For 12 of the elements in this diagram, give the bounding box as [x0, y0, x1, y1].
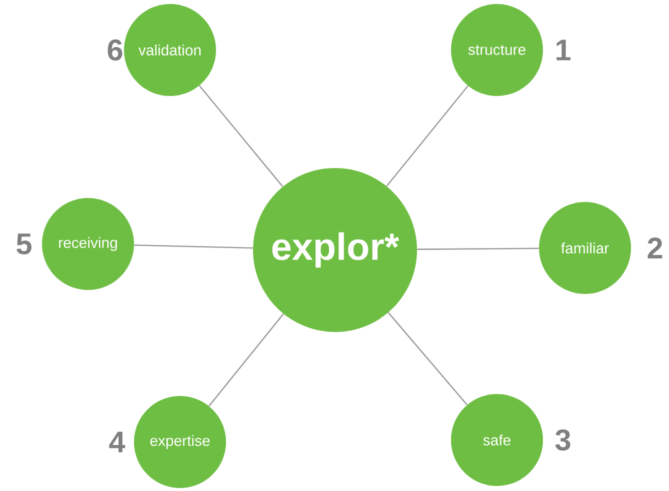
connector-line: [198, 85, 284, 187]
number-label: 1: [556, 40, 570, 60]
number-label: 6: [108, 39, 122, 61]
number-label: 3: [555, 429, 570, 451]
number-label: 2: [648, 238, 662, 258]
number-label: 5: [16, 234, 32, 254]
connector-line: [134, 244, 253, 249]
connector-line: [386, 85, 468, 187]
number-label: 4: [109, 432, 126, 452]
connector-line: [388, 312, 468, 406]
connector-line: [208, 314, 284, 406]
connector-line: [417, 248, 539, 250]
